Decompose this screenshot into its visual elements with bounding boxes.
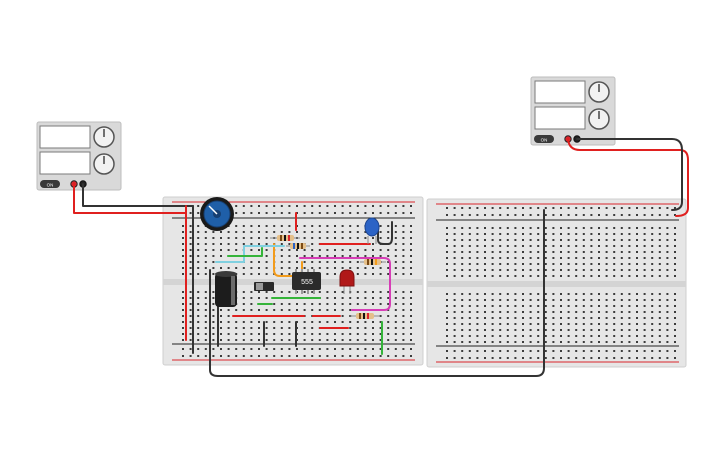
current-display bbox=[534, 106, 586, 130]
wires[interactable] bbox=[73, 138, 689, 377]
ic-label: 555 bbox=[301, 279, 313, 286]
center-channel bbox=[427, 281, 686, 287]
ic-pins bbox=[295, 269, 315, 294]
wire-magenta[interactable] bbox=[299, 257, 391, 311]
current-display bbox=[39, 151, 91, 175]
electrolytic-capacitor[interactable] bbox=[215, 271, 237, 307]
voltage-display bbox=[39, 125, 91, 149]
power-toggle-label: ON bbox=[47, 183, 54, 188]
resistor-1[interactable] bbox=[270, 235, 300, 241]
power-supply-left[interactable]: ON bbox=[36, 121, 122, 191]
power-toggle[interactable] bbox=[534, 135, 554, 143]
power-toggle-label: ON bbox=[541, 138, 548, 143]
breadboard-holes[interactable] bbox=[446, 207, 676, 359]
wire-red-supply-right[interactable] bbox=[567, 138, 689, 217]
wire-black-supply-right[interactable] bbox=[576, 138, 683, 211]
wire-black-ground-loop[interactable] bbox=[209, 209, 545, 377]
wire-green-1[interactable] bbox=[227, 247, 263, 257]
ic-555[interactable]: 555 bbox=[292, 269, 321, 294]
ceramic-capacitor[interactable] bbox=[364, 217, 380, 244]
wire-cyan[interactable] bbox=[215, 245, 285, 263]
wire-black-supply-left[interactable] bbox=[82, 183, 194, 207]
resistor-2[interactable] bbox=[286, 243, 310, 249]
power-toggle[interactable] bbox=[40, 180, 60, 188]
voltage-display bbox=[534, 80, 586, 104]
wire-red-supply-left[interactable] bbox=[73, 183, 187, 214]
potentiometer[interactable] bbox=[200, 197, 234, 231]
wire-black-cap[interactable] bbox=[377, 221, 393, 245]
resistor-3[interactable] bbox=[360, 259, 386, 265]
resistor-4[interactable] bbox=[350, 313, 380, 319]
breadboard-right[interactable] bbox=[426, 198, 687, 368]
slide-switch[interactable] bbox=[254, 282, 274, 291]
power-supply-right[interactable]: ON bbox=[530, 76, 616, 146]
red-led[interactable] bbox=[339, 269, 355, 294]
